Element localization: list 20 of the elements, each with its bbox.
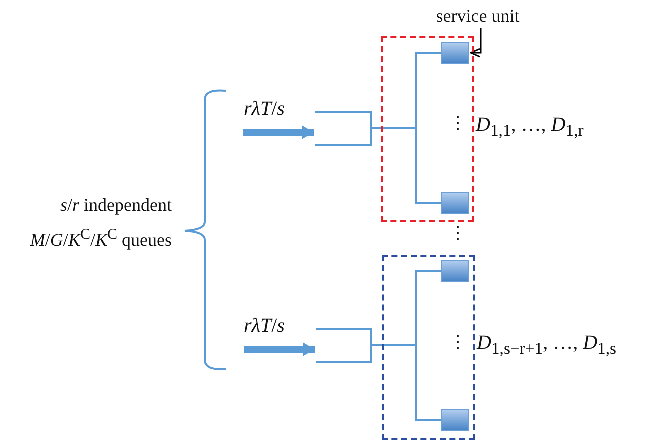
flow-arrow xyxy=(244,342,315,356)
leader-line xyxy=(470,28,482,58)
ellipsis-mark: ⋮ xyxy=(449,331,467,353)
queue-symbol xyxy=(316,328,372,363)
callout-label: service unit xyxy=(432,4,524,28)
connector-line xyxy=(372,344,441,421)
description-text: s/r independent M/G/K$^{C}$/K$^{C}$ queues xyxy=(29,194,172,252)
range-label: D$_{1,s−r+1}$, …, D$_{1,s}$ xyxy=(477,332,617,359)
queue-symbol xyxy=(315,111,372,146)
dashed-group-frame xyxy=(382,255,475,440)
ellipsis-mark: ⋮ xyxy=(449,222,467,244)
dashed-group-frame xyxy=(381,36,474,222)
flow-arrow xyxy=(243,126,314,140)
square-block xyxy=(440,408,468,430)
range-label: D$_{1,1}$, …, D$_{1,r}$ xyxy=(476,114,584,141)
square-block xyxy=(440,192,468,214)
square-block xyxy=(440,260,468,282)
connector-line xyxy=(372,128,441,204)
ellipsis-mark: ⋮ xyxy=(449,112,467,134)
square-block xyxy=(440,42,468,64)
